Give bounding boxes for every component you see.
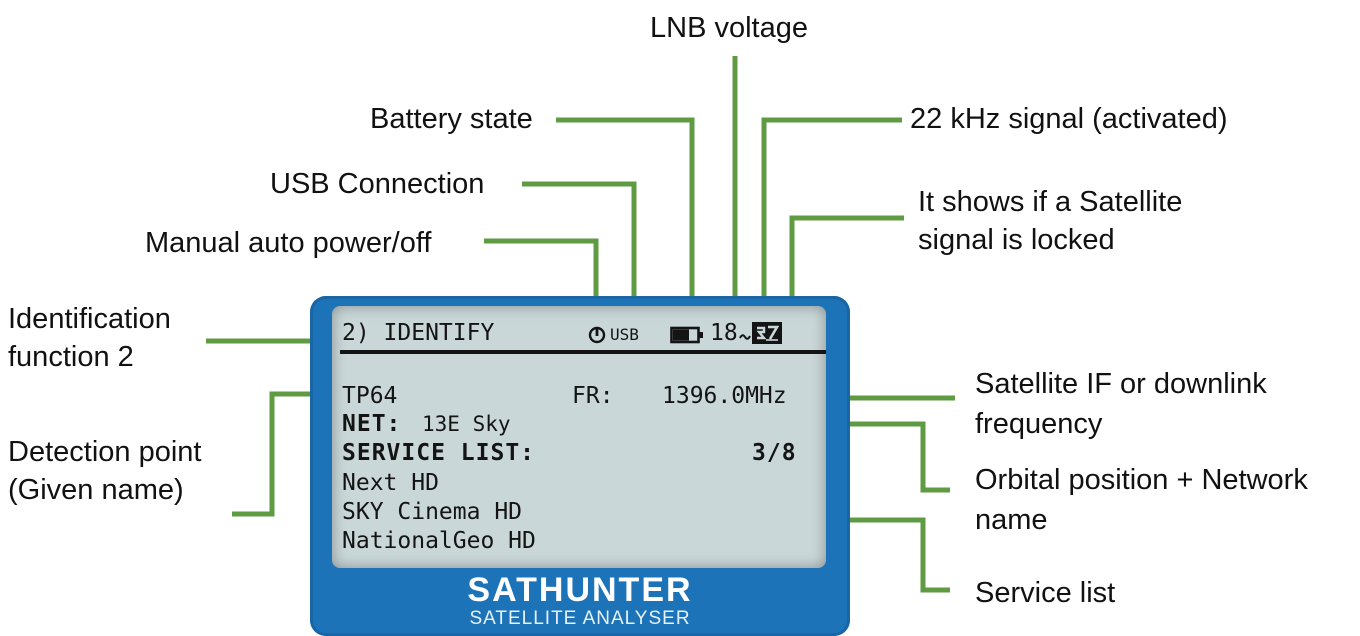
screen-net-value: 13E Sky <box>422 412 511 436</box>
label-detection-point-1: Detection point <box>8 436 202 468</box>
label-manual-power: Manual auto power/off <box>145 227 432 259</box>
label-identification-2: function 2 <box>8 341 134 373</box>
screen-mode: 2) IDENTIFY <box>342 320 495 346</box>
label-identification-1: Identification <box>8 303 171 335</box>
label-satellite-if-1: Satellite IF or downlink <box>975 368 1267 400</box>
device-subtitle: SATELLITE ANALYSER <box>469 608 691 629</box>
leader-usb-connection <box>522 181 637 298</box>
screen-net-label: NET: <box>342 411 402 437</box>
label-22khz-signal: 22 kHz signal (activated) <box>910 103 1228 135</box>
label-battery-state: Battery state <box>370 103 533 135</box>
screen-service-count: 3/8 <box>752 440 797 466</box>
label-detection-point-2: (Given name) <box>8 474 184 506</box>
leader-manual-power <box>484 238 599 298</box>
label-orbital-position-2: name <box>975 504 1048 536</box>
label-lnb-voltage: LNB voltage <box>650 12 808 44</box>
screen-service-item: NationalGeo HD <box>342 528 536 554</box>
screen-usb: USB <box>610 325 639 344</box>
power-icon <box>588 326 606 344</box>
sathunter-device: 2) IDENTIFY USB 18 TP64 FR: 1396.0MHz NE… <box>310 296 850 636</box>
screen-service-item: SKY Cinema HD <box>342 499 523 525</box>
tone-22khz-icon <box>739 334 751 340</box>
screen-fr-label: FR: <box>572 383 614 409</box>
lcd-screen: 2) IDENTIFY USB 18 TP64 FR: 1396.0MHz NE… <box>332 306 826 568</box>
header-rule <box>340 350 826 354</box>
battery-icon <box>670 326 703 344</box>
label-satellite-locked-1: It shows if a Satellite <box>918 186 1183 218</box>
label-service-list: Service list <box>975 577 1116 609</box>
leader-battery-state <box>556 117 695 298</box>
screen-service-label: SERVICE LIST: <box>342 440 536 466</box>
leader-22khz <box>761 117 902 298</box>
label-satellite-if-2: frequency <box>975 408 1103 440</box>
leader-detection-point <box>232 391 330 517</box>
screen-service-item: Next HD <box>342 470 439 496</box>
device-brand: SATHUNTER <box>467 571 693 609</box>
label-usb-connection: USB Connection <box>270 168 485 200</box>
label-orbital-position-1: Orbital position + Network <box>975 464 1308 496</box>
screen-voltage: 18 <box>710 320 738 346</box>
label-satellite-locked-2: signal is locked <box>918 224 1115 256</box>
satellite-lock-icon <box>752 322 782 344</box>
screen-frequency: 1396.0MHz <box>662 383 787 409</box>
leader-satellite-locked <box>789 215 904 298</box>
screen-tp: TP64 <box>342 383 398 409</box>
